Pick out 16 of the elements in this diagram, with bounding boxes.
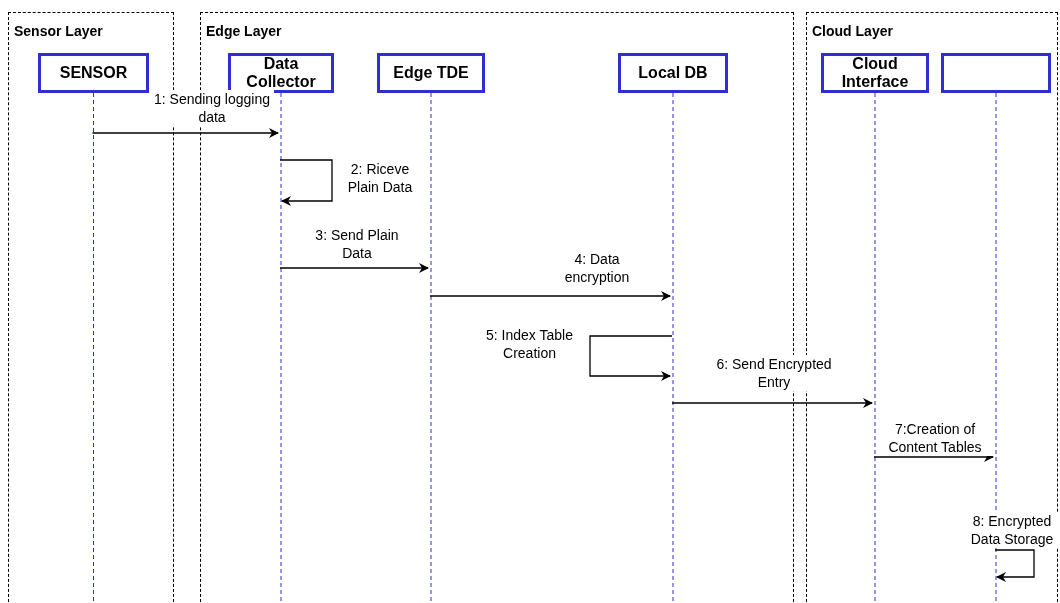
participant-lifeline [38, 53, 149, 603]
self-message-arrow [279, 159, 333, 206]
layer-title: Cloud Layer [812, 23, 893, 39]
message-arrow [671, 398, 873, 408]
participant-box: Local DB [618, 53, 728, 93]
self-message-arrow [994, 549, 1035, 582]
participant-box: Cloud Interface [821, 53, 929, 93]
participant-box: Edge TDE [377, 53, 485, 93]
layer-title: Sensor Layer [14, 23, 103, 39]
message-arrow [279, 263, 429, 273]
message-arrow [91, 128, 279, 138]
layer-title: Edge Layer [206, 23, 282, 39]
message-arrow [429, 291, 671, 301]
self-message-arrow [589, 335, 673, 381]
participant-box: SENSOR [38, 53, 149, 93]
participant-box: Data Collector [228, 53, 334, 93]
